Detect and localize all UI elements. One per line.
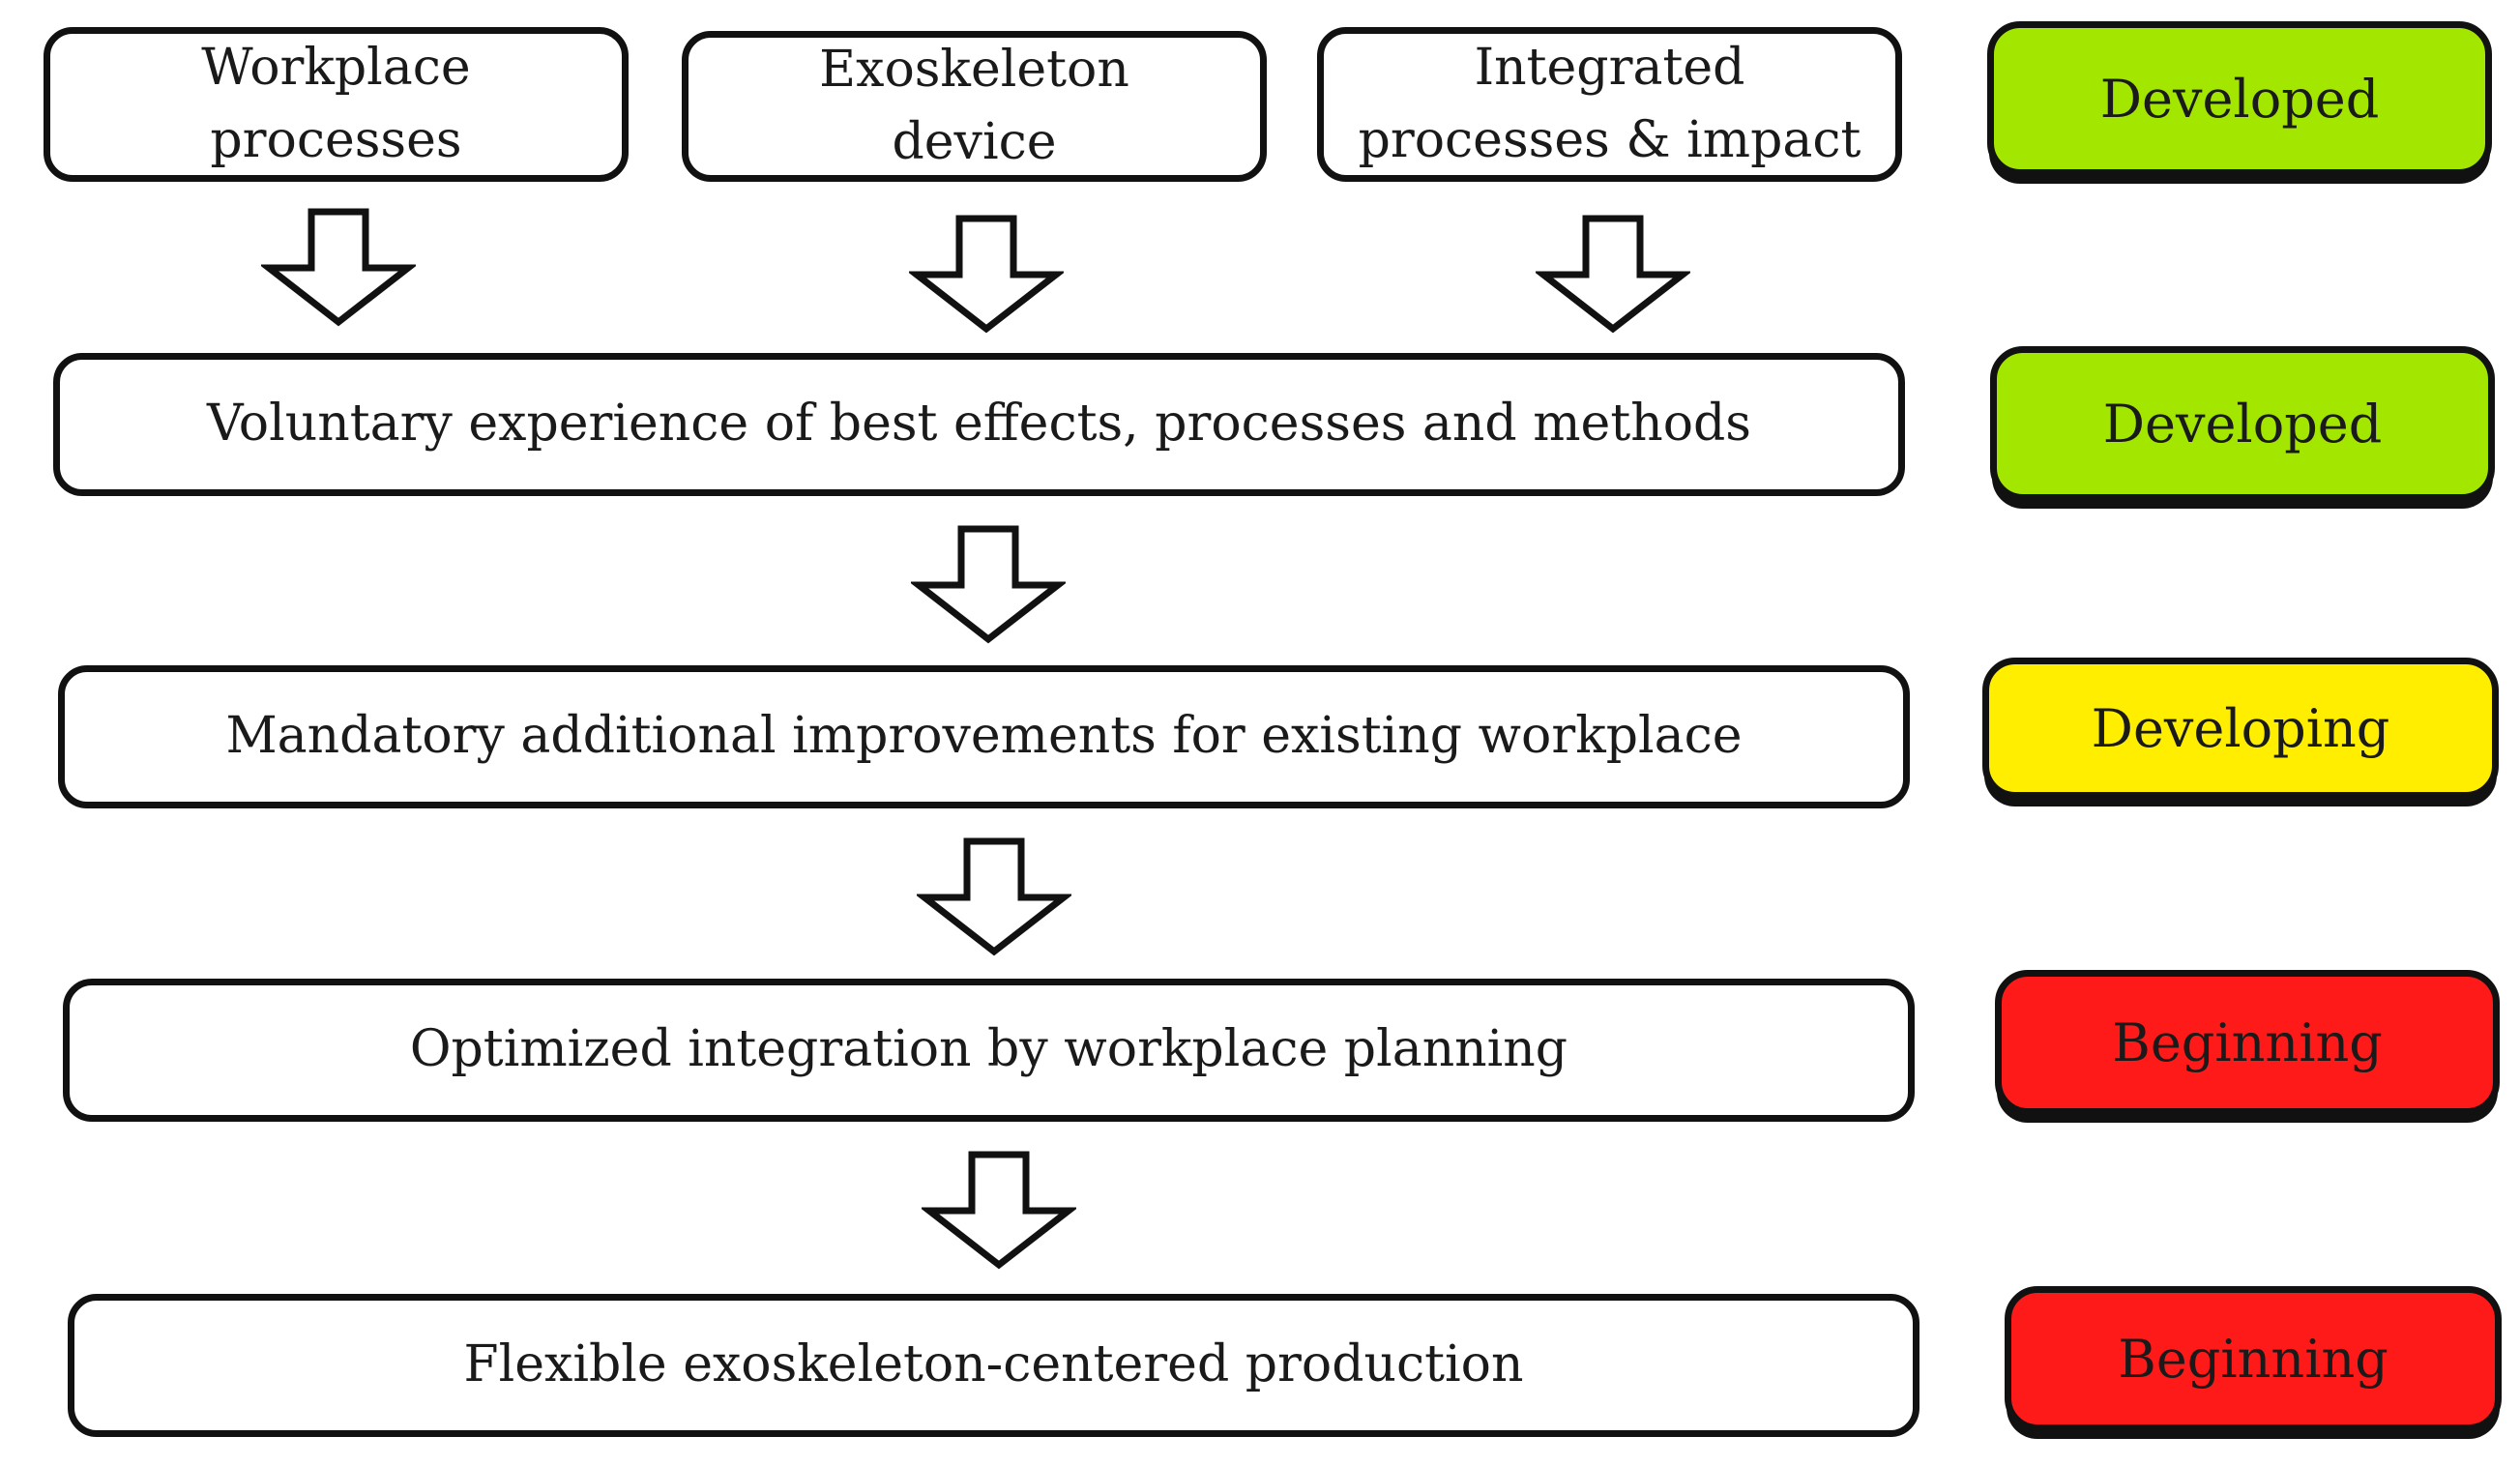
step-label: Mandatory additional improvements for ex… bbox=[225, 707, 1743, 766]
status-badge-beginning: Beginning bbox=[2005, 1286, 2502, 1431]
box-line: device bbox=[892, 113, 1057, 171]
box-line: processes & impact bbox=[1358, 111, 1861, 169]
box-line: processes bbox=[210, 111, 462, 169]
status-badge-developed: Developed bbox=[1990, 346, 2495, 501]
hollow-down-arrow-icon bbox=[911, 525, 1066, 644]
status-label: Developed bbox=[2099, 68, 2380, 130]
hollow-down-arrow-icon bbox=[261, 208, 416, 327]
status-label: Beginning bbox=[2112, 1012, 2383, 1073]
hollow-down-arrow-icon bbox=[1536, 215, 1690, 334]
status-label: Developed bbox=[2102, 393, 2383, 454]
step-optimized-integration: Optimized integration by workplace plann… bbox=[63, 979, 1915, 1122]
status-label: Developing bbox=[2091, 697, 2390, 759]
status-badge-developing: Developing bbox=[1982, 658, 2499, 799]
status-badge-beginning: Beginning bbox=[1995, 970, 2500, 1115]
step-label: Flexible exoskeleton-centered production bbox=[463, 1335, 1524, 1394]
hollow-down-arrow-icon bbox=[917, 837, 1071, 956]
hollow-down-arrow-icon bbox=[922, 1151, 1076, 1270]
box-line: Exoskeleton bbox=[819, 40, 1129, 99]
step-label: Voluntary experience of best effects, pr… bbox=[207, 395, 1751, 454]
step-label: Optimized integration by workplace plann… bbox=[409, 1020, 1568, 1079]
box-line: Workplace bbox=[201, 38, 471, 97]
status-badge-developed: Developed bbox=[1987, 21, 2492, 176]
box-workplace-processes: Workplace processes bbox=[44, 27, 629, 182]
status-label: Beginning bbox=[2118, 1328, 2388, 1390]
box-integrated-processes: Integrated processes & impact bbox=[1317, 27, 1902, 182]
step-flexible-production: Flexible exoskeleton-centered production bbox=[68, 1294, 1919, 1437]
step-voluntary-experience: Voluntary experience of best effects, pr… bbox=[53, 353, 1905, 496]
box-line: Integrated bbox=[1474, 38, 1745, 97]
hollow-down-arrow-icon bbox=[909, 215, 1064, 334]
box-exoskeleton-device: Exoskeleton device bbox=[682, 31, 1267, 182]
step-mandatory-improvements: Mandatory additional improvements for ex… bbox=[58, 665, 1910, 808]
